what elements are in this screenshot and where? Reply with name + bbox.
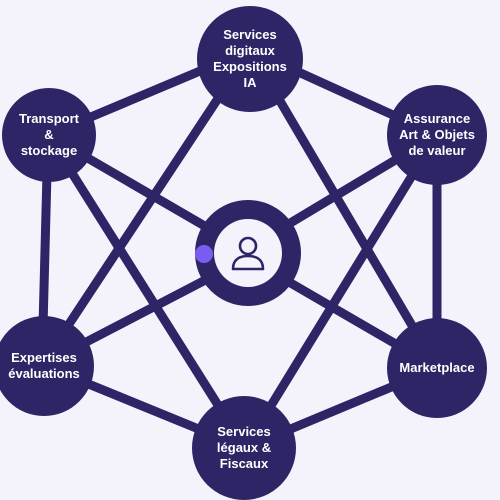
node-services-digitaux[interactable]: Services digitaux Expositions IA <box>197 6 303 112</box>
node-label: Services digitaux Expositions IA <box>213 27 287 90</box>
node-label: Services légaux & Fiscaux <box>216 424 272 471</box>
node-assurance[interactable]: Assurance Art & Objets de valeur <box>387 85 487 185</box>
node-services-legaux[interactable]: Services légaux & Fiscaux <box>192 396 296 500</box>
hub-center <box>214 219 282 287</box>
hub-indicator-dot <box>195 245 213 263</box>
node-label: Marketplace <box>399 360 475 375</box>
node-label: Assurance Art & Objets de valeur <box>399 111 475 158</box>
link-upper-right-bottom <box>240 130 442 453</box>
node-marketplace[interactable]: Marketplace <box>387 318 487 418</box>
node-transport-stockage[interactable]: Transport & stockage <box>2 88 96 182</box>
node-label: Transport & stockage <box>19 111 79 158</box>
node-label: Expertises évaluations <box>8 350 80 381</box>
link-upper-left-bottom <box>43 130 250 453</box>
user-icon <box>231 236 265 271</box>
link-top-lower-left <box>37 45 255 370</box>
node-expertises[interactable]: Expertises évaluations <box>0 316 94 416</box>
link-top-lower-right <box>245 45 442 373</box>
